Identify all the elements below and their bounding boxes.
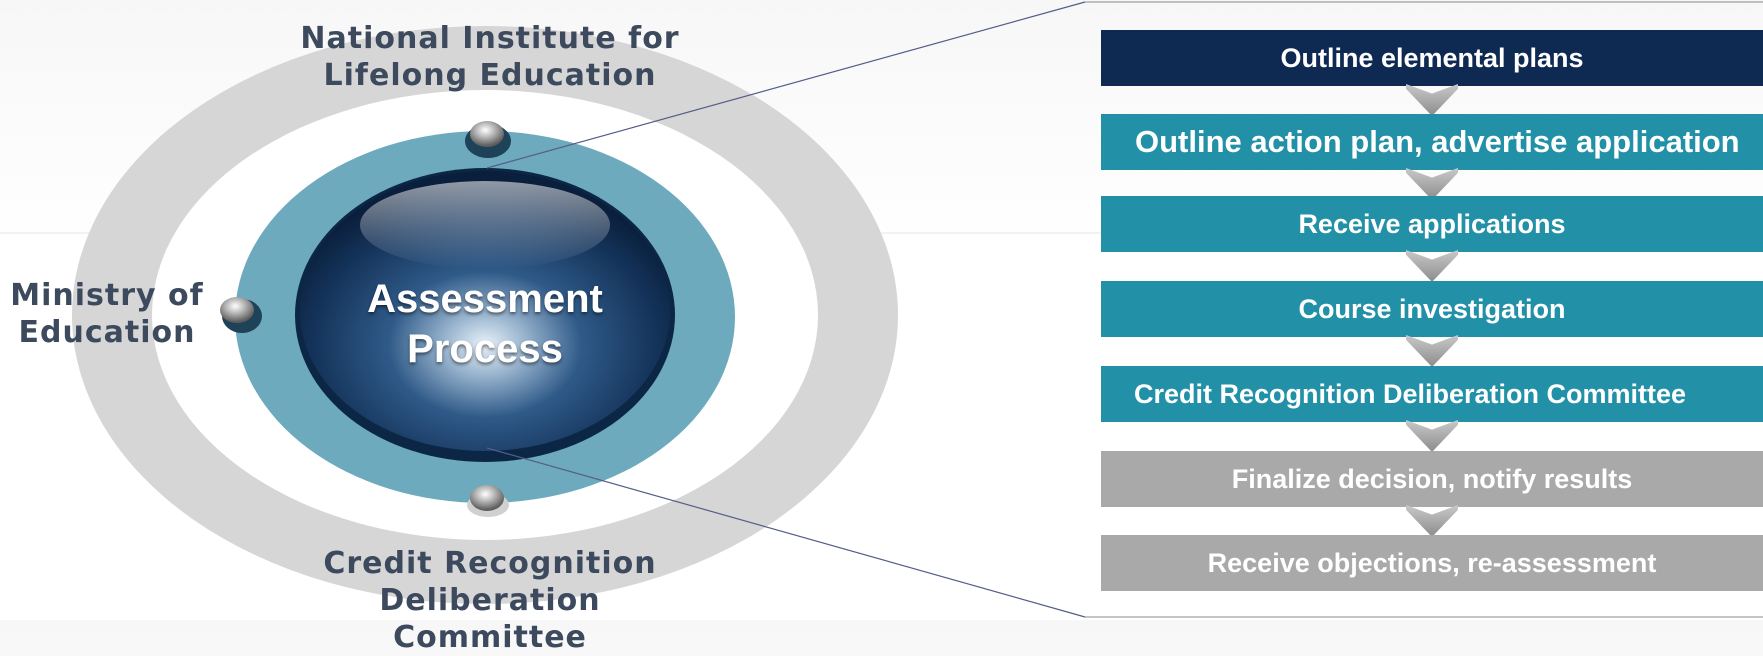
knob-left — [220, 297, 254, 323]
process-step-6: Finalize decision, notify results — [1101, 451, 1763, 507]
node-label-top: National Institute for Lifelong Educatio… — [300, 20, 680, 94]
node-label-bottom-line1: Credit Recognition — [323, 546, 657, 581]
process-step-2-label: Outline action plan, advertise applicati… — [1135, 124, 1740, 159]
node-label-left-line1: Ministry of — [10, 278, 204, 313]
globe-shine — [360, 181, 610, 269]
node-label-left-line2: Education — [18, 315, 196, 350]
connector-line-bottom — [486, 447, 1086, 618]
process-step-3: Receive applications — [1101, 196, 1763, 252]
assessment-diagram — [0, 1, 1763, 618]
node-label-top-line2: Lifelong Education — [323, 58, 657, 93]
node-label-left: Ministry of Education — [2, 277, 212, 351]
node-label-bottom: Credit Recognition Deliberation Committe… — [285, 545, 695, 656]
process-step-1: Outline elemental plans — [1101, 30, 1763, 86]
process-step-1-label: Outline elemental plans — [1280, 42, 1584, 73]
process-step-7: Receive objections, re-assessment — [1101, 535, 1763, 591]
process-step-3-label: Receive applications — [1298, 208, 1566, 239]
process-step-4: Course investigation — [1101, 281, 1763, 337]
center-title-line1: Assessment — [367, 277, 603, 321]
connector-line-top — [486, 1, 1086, 169]
process-step-6-label: Finalize decision, notify results — [1231, 463, 1633, 494]
center-title: Assessment Process — [335, 274, 635, 374]
process-step-4-label: Course investigation — [1298, 293, 1566, 324]
process-step-7-label: Receive objections, re-assessment — [1207, 547, 1657, 578]
process-step-2: Outline action plan, advertise applicati… — [1101, 114, 1763, 170]
knob-top — [470, 121, 504, 147]
process-step-5: Credit Recognition Deliberation Committe… — [1101, 366, 1763, 422]
process-step-5-label: Credit Recognition Deliberation Committe… — [1134, 378, 1687, 409]
center-title-line2: Process — [407, 327, 563, 371]
node-label-top-line1: National Institute for — [300, 21, 680, 56]
knob-bottom — [470, 485, 504, 511]
node-label-bottom-line2: Deliberation Committee — [379, 583, 601, 655]
